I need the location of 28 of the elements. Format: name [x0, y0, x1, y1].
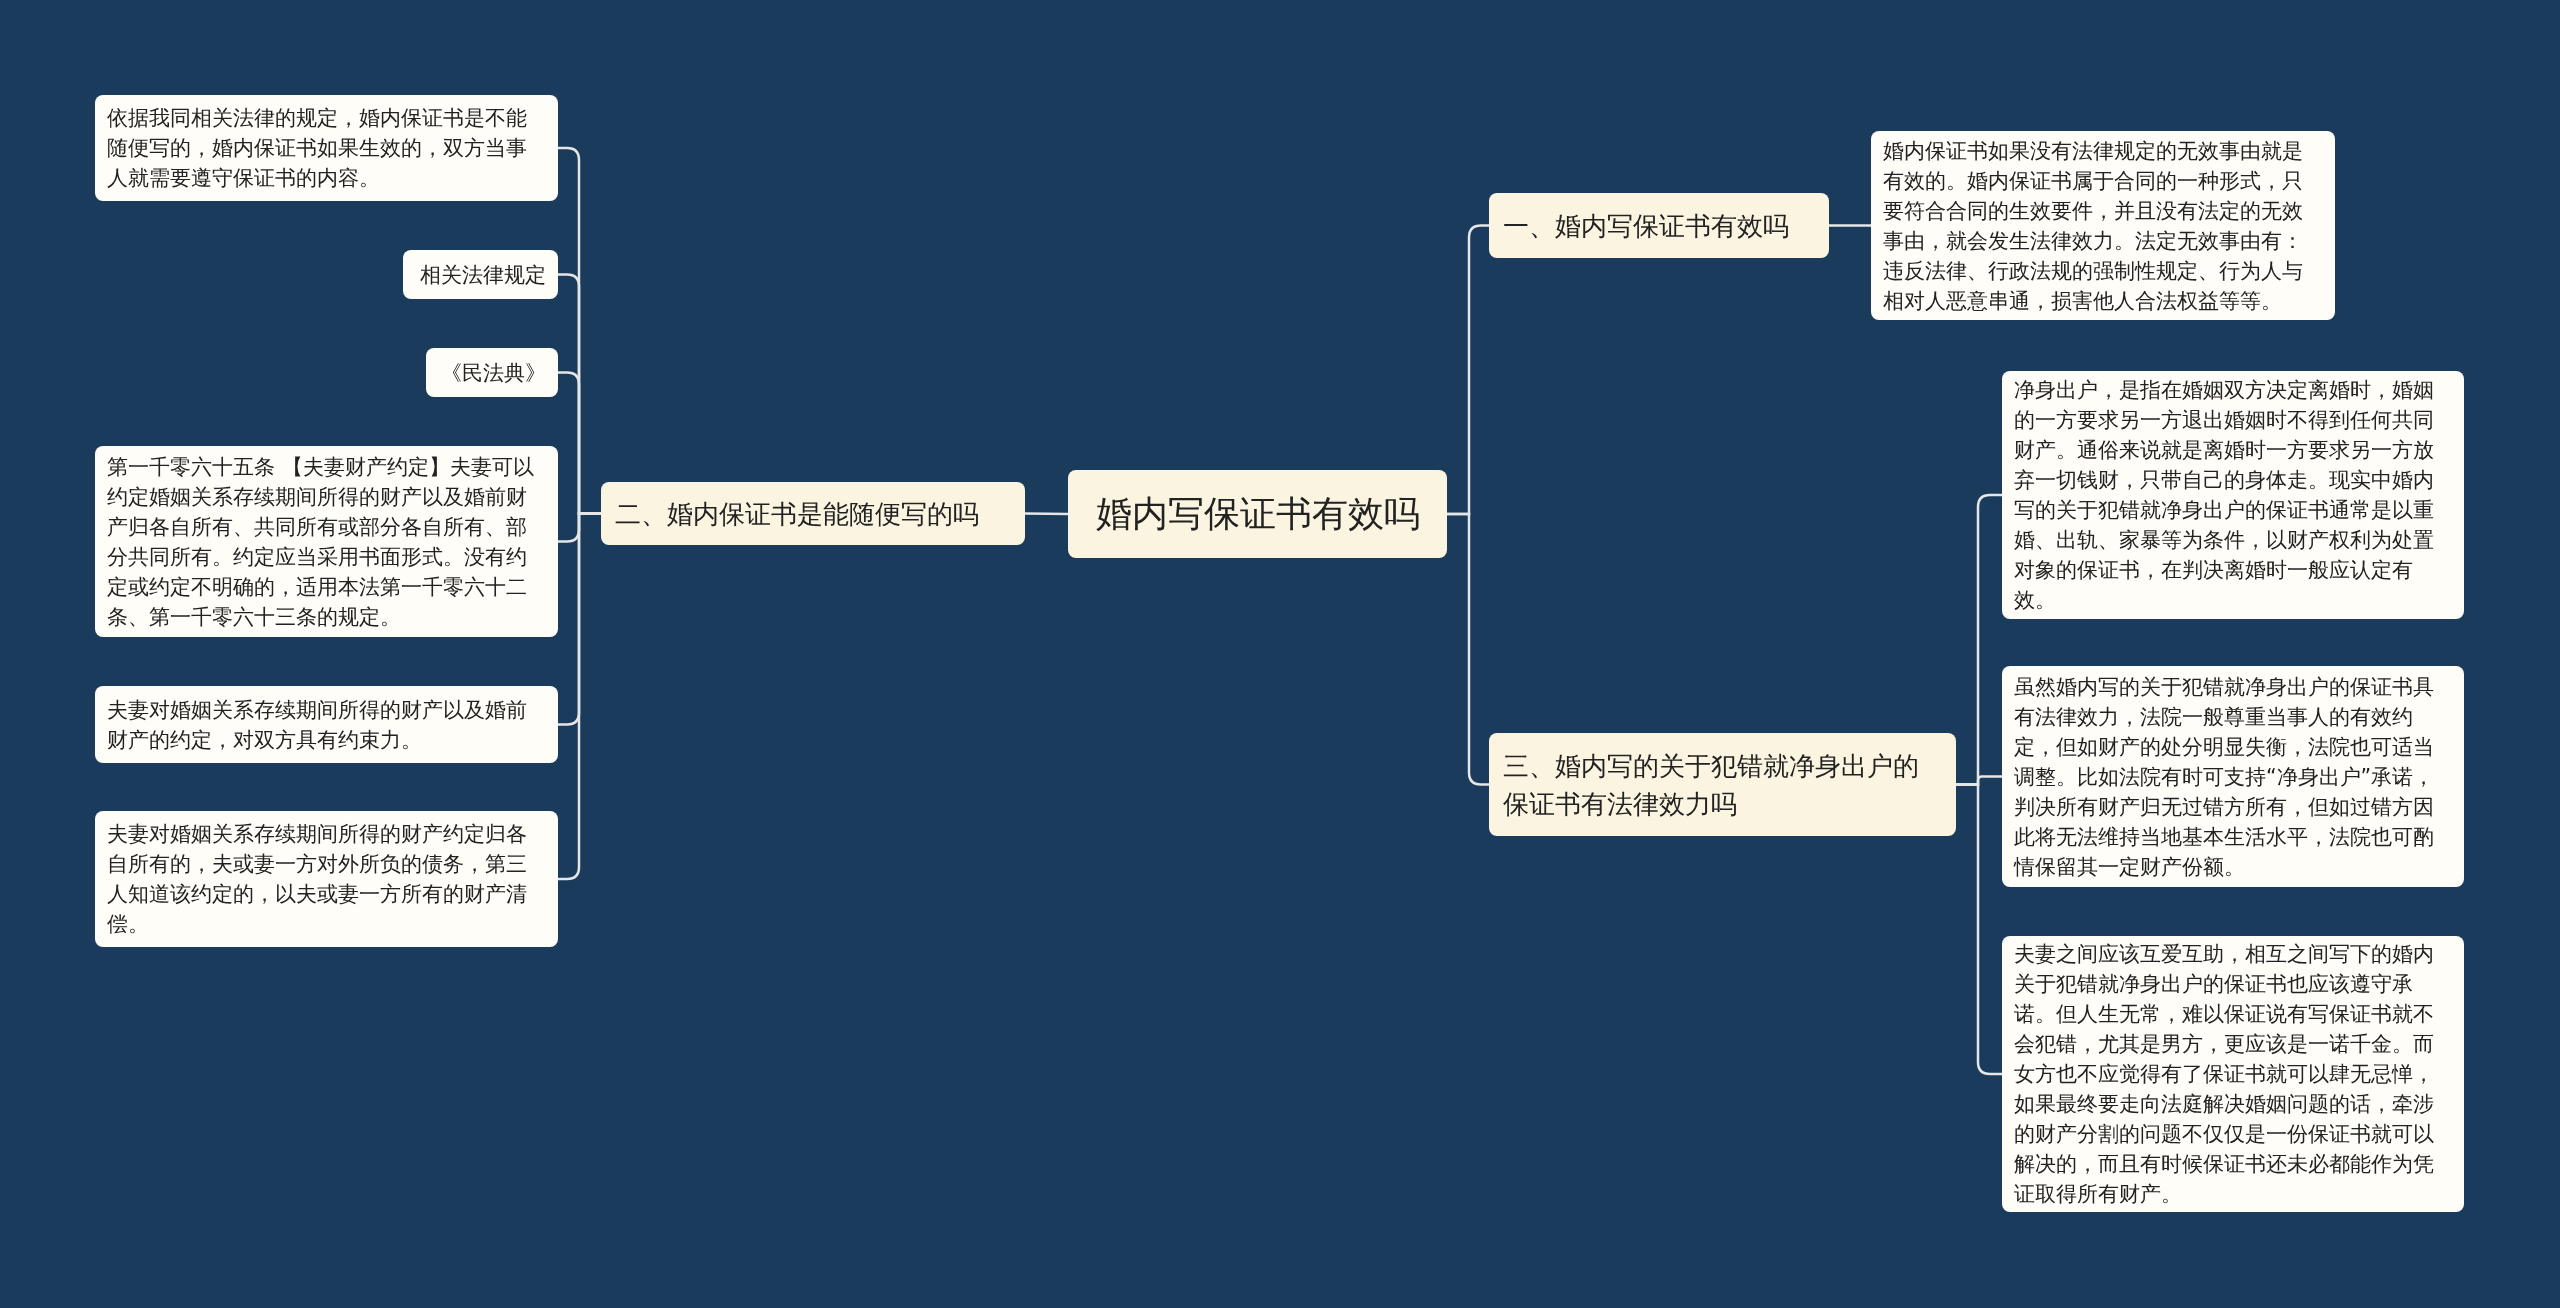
- branch-topic-box: [1489, 733, 1956, 836]
- note-box: [95, 686, 558, 763]
- note-text: 夫妻对婚姻关系存续期间所得的财产以及婚前财产的约定，对双方具有约束力。: [107, 696, 528, 754]
- connector-line: [558, 512, 601, 881]
- topic-text: 一、婚内写保证书有效吗: [1503, 209, 1789, 243]
- branch-topic-box: [1489, 193, 1829, 258]
- connector-line: [1829, 224, 1871, 227]
- note-text: 夫妻之间应该互爱互助，相互之间写下的婚内关于犯错就净身出户的保证书也应该遵守承诺。但人生无常，难以保证说有写保证书就不会犯错，尤其是男方，更应该是一诺千金。而女方也不应觉得有了保证书就可以肆无忌惮，如果最终要走向法庭解决婚姻问题的话，牵涉的财产分割的问题不仅仅是一份保证书就可以解决的，而且有时候保证书还未必都能作为凭证取得所有财产。: [2014, 941, 2435, 1208]
- note-box: [95, 95, 558, 201]
- note-text: 虽然婚内写的关于犯错就净身出户的保证书具有法律效力，法院一般尊重当事人的有效约定，但如财产的处分明显失衡，法院也可适当调整。比如法院有时可支持“净身出户”承诺，判决所有财产归无过错方所有，但如过错方因此将无法维持当地基本生活水平，法院也可酌情保留其一定财产份额。: [2014, 673, 2436, 881]
- topic-text: 三、婚内写的关于犯错就净身出户的保证书有法律效力吗: [1503, 749, 1920, 821]
- branch-topic-box: [601, 482, 1025, 545]
- topic-text: 二、婚内保证书是能随便写的吗: [615, 497, 979, 531]
- note-box: [403, 250, 558, 299]
- note-box: [426, 348, 558, 397]
- note-box: [95, 811, 558, 947]
- note-text: 《民法典》: [441, 359, 546, 387]
- note-text: 夫妻对婚姻关系存续期间所得的财产约定归各自所有的，夫或妻一方对外所负的债务，第三人知道该约定的，以夫或妻一方所有的财产清偿。: [107, 821, 528, 938]
- connector-line: [1447, 512, 1489, 786]
- topic-title: 婚内写保证书有效吗: [1095, 491, 1420, 536]
- central-topic-box: [1068, 470, 1447, 558]
- note-text: 相关法律规定: [420, 261, 546, 289]
- note-text: 第一千零六十五条 【夫妻财产约定】夫妻可以约定婚姻关系存续期间所得的财产以及婚前财产归各自所有、共同所有或部分各自所有、部分共同所有。约定应当采用书面形式。没有约定或约定不明确的，适用本法第一千零六十二条、第一千零六十三条的规定。: [107, 453, 535, 631]
- note-text: 净身出户，是指在婚姻双方决定离婚时，婚姻的一方要求另一方退出婚姻时不得到任何共同财产。通俗来说就是离婚时一方要求另一方放弃一切钱财，只带自己的身体走。现实中婚内写的关于犯错就净身出户的保证书通常是以重婚、出轨、家暴等为条件，以财产权利为处置对象的保证书，在判决离婚时一般应认定有效。: [2014, 377, 2435, 614]
- note-text: 依据我同相关法律的规定，婚内保证书是不能随便写的，婚内保证书如果生效的，双方当事人就需要遵守保证书的内容。: [107, 105, 528, 192]
- connector-line: [1956, 783, 2002, 1076]
- note-text: 婚内保证书如果没有法律规定的无效事由就是有效的。婚内保证书属于合同的一种形式，只要符合合同的生效要件，并且没有法定的无效事由，就会发生法律效力。法定无效事由有：违反法律、行政法规的强制性规定、行为人与相对人恶意串通，损害他人合法权益等等。: [1883, 137, 2304, 315]
- connector-line: [1025, 512, 1068, 516]
